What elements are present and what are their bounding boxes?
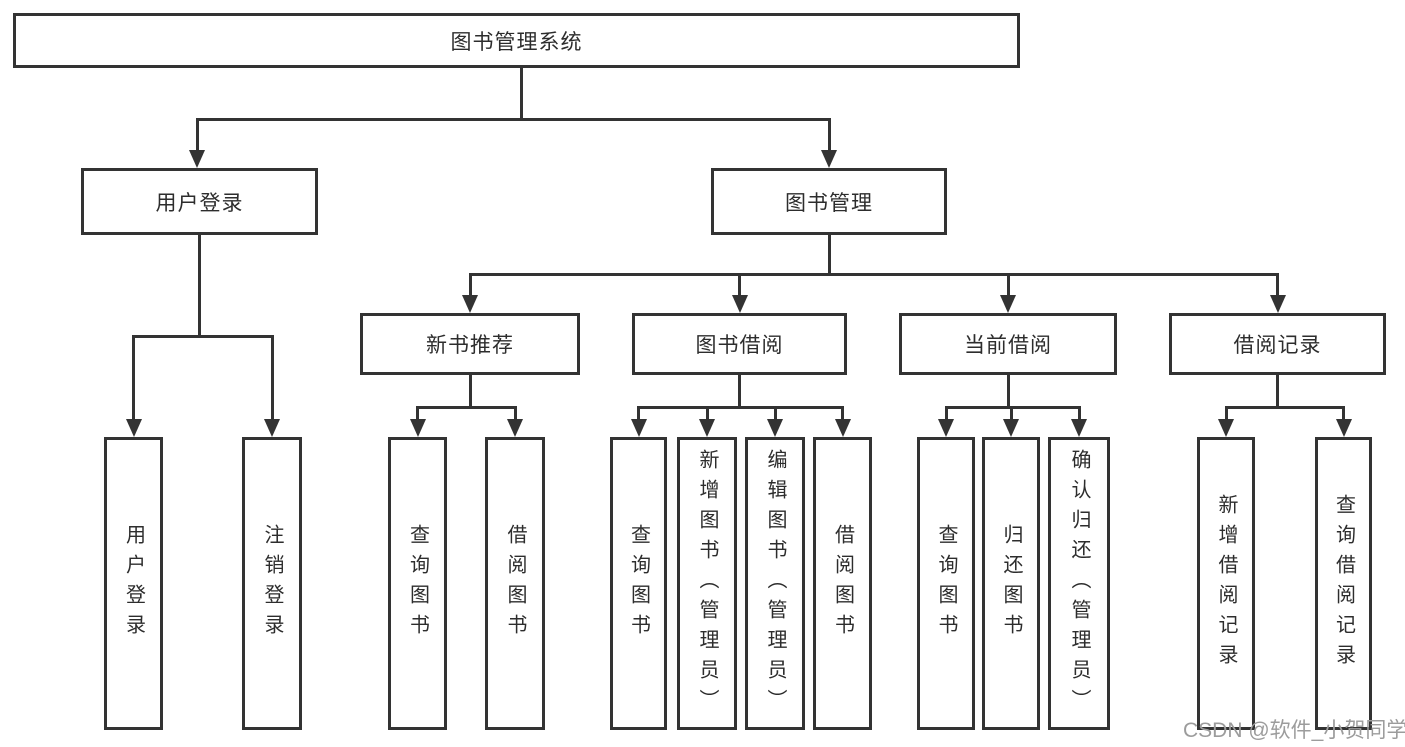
leaf-user-login: 用户登录 — [104, 437, 163, 730]
connector-user-login-trunk — [197, 235, 201, 335]
leaf-query-book-current: 查询图书 — [917, 437, 975, 730]
arrow-down-icon — [1000, 295, 1016, 313]
leaf-label: 注销登录 — [261, 523, 283, 644]
leaf-label: 借阅图书 — [504, 523, 526, 644]
arrow-down-icon — [834, 419, 851, 437]
node-user-login-label: 用户登录 — [155, 191, 244, 215]
csdn-watermark: CSDN @软件_小贺同学 — [1183, 719, 1405, 742]
arrow-down-icon — [1335, 419, 1352, 437]
arrow-down-icon — [1218, 419, 1234, 437]
node-root-label: 图书管理系统 — [450, 30, 583, 54]
leaf-label: 查询借阅记录 — [1332, 493, 1355, 674]
connector-book-management-branch — [468, 273, 1279, 276]
connector-leg-user-login — [195, 118, 199, 152]
leaf-add-borrow-record: 新增借阅记录 — [1197, 437, 1255, 730]
connector-book-borrow-branch — [637, 406, 844, 409]
arrow-down-icon — [821, 150, 837, 168]
arrow-down-icon — [264, 419, 280, 437]
leaf-return-book: 归还图书 — [982, 437, 1040, 730]
leaf-label: 归还图书 — [1000, 523, 1022, 644]
connector-leg-leaf — [1224, 406, 1228, 421]
connector-borrow-record-branch — [1224, 406, 1345, 409]
leaf-label: 查询图书 — [406, 523, 429, 644]
connector-borrow-record-trunk — [1276, 375, 1279, 406]
leaf-query-book-newbook: 查询图书 — [388, 437, 447, 730]
leaf-query-book-borrow: 查询图书 — [610, 437, 667, 730]
leaf-edit-book-admin: 编辑图书（管理员） — [745, 437, 805, 730]
connector-new-book-branch — [416, 406, 517, 409]
node-current-borrow-label: 当前借阅 — [964, 334, 1052, 357]
connector-root-branch — [195, 118, 831, 121]
connector-leg-current-borrow — [1006, 273, 1010, 299]
connector-leg-leaf — [270, 335, 274, 421]
connector-leg-leaf — [944, 406, 948, 421]
connector-leg-book-management — [827, 118, 831, 152]
connector-leg-leaf — [1009, 406, 1013, 421]
arrow-down-icon — [630, 419, 647, 437]
leaf-label: 查询图书 — [935, 523, 957, 644]
node-book-borrow-label: 图书借阅 — [695, 334, 784, 357]
arrow-down-icon — [767, 419, 783, 437]
leaf-borrow-book: 借阅图书 — [813, 437, 872, 730]
node-borrow-record-label: 借阅记录 — [1233, 334, 1322, 357]
node-book-borrow: 图书借阅 — [632, 313, 847, 375]
leaf-label: 编辑图书（管理员） — [764, 448, 786, 719]
leaf-add-book-admin: 新增图书（管理员） — [677, 437, 737, 730]
leaf-label: 新增图书（管理员） — [696, 448, 718, 719]
leaf-confirm-return-admin: 确认归还（管理员） — [1048, 437, 1110, 730]
connector-leg-book-borrow — [738, 273, 741, 299]
node-user-login: 用户登录 — [81, 168, 318, 235]
arrow-down-icon — [507, 419, 523, 437]
leaf-label: 确认归还（管理员） — [1068, 448, 1090, 719]
connector-user-login-branch — [132, 335, 274, 338]
connector-current-borrow-branch — [944, 406, 1081, 409]
arrow-down-icon — [1071, 419, 1087, 437]
connector-leg-leaf — [132, 335, 135, 421]
arrow-down-icon — [409, 419, 426, 437]
leaf-label: 用户登录 — [122, 523, 145, 644]
connector-book-management-trunk — [827, 235, 831, 273]
arrow-down-icon — [731, 295, 748, 313]
arrow-down-icon — [125, 419, 142, 437]
leaf-query-borrow-record: 查询借阅记录 — [1315, 437, 1372, 730]
arrow-down-icon — [189, 150, 205, 168]
arrow-down-icon — [938, 419, 954, 437]
node-book-management: 图书管理 — [711, 168, 947, 235]
leaf-borrow-book-newbook: 借阅图书 — [485, 437, 545, 730]
connector-leg-leaf — [513, 406, 517, 421]
node-root: 图书管理系统 — [13, 13, 1020, 68]
node-current-borrow: 当前借阅 — [899, 313, 1117, 375]
arrow-down-icon — [699, 419, 715, 437]
node-borrow-record: 借阅记录 — [1169, 313, 1386, 375]
arrow-down-icon — [462, 295, 478, 313]
connector-new-book-trunk — [468, 375, 472, 406]
connector-root-trunk — [519, 68, 523, 118]
connector-leg-leaf — [841, 406, 844, 421]
connector-leg-borrow-record — [1276, 273, 1279, 299]
connector-current-borrow-trunk — [1006, 375, 1010, 406]
node-book-management-label: 图书管理 — [785, 191, 873, 215]
leaf-label: 查询图书 — [627, 523, 650, 644]
node-new-book-recommend-label: 新书推荐 — [426, 334, 514, 357]
connector-leg-leaf — [705, 406, 709, 421]
node-new-book-recommend: 新书推荐 — [360, 313, 580, 375]
connector-leg-leaf — [637, 406, 640, 421]
connector-leg-leaf — [416, 406, 419, 421]
leaf-label: 新增借阅记录 — [1215, 493, 1237, 674]
connector-leg-leaf — [1342, 406, 1345, 421]
connector-leg-leaf — [773, 406, 777, 421]
connector-leg-new-book — [468, 273, 472, 299]
arrow-down-icon — [1269, 295, 1286, 313]
leaf-label: 借阅图书 — [831, 523, 854, 644]
connector-leg-leaf — [1077, 406, 1081, 421]
connector-book-borrow-trunk — [738, 375, 741, 406]
arrow-down-icon — [1003, 419, 1019, 437]
leaf-logout: 注销登录 — [242, 437, 302, 730]
